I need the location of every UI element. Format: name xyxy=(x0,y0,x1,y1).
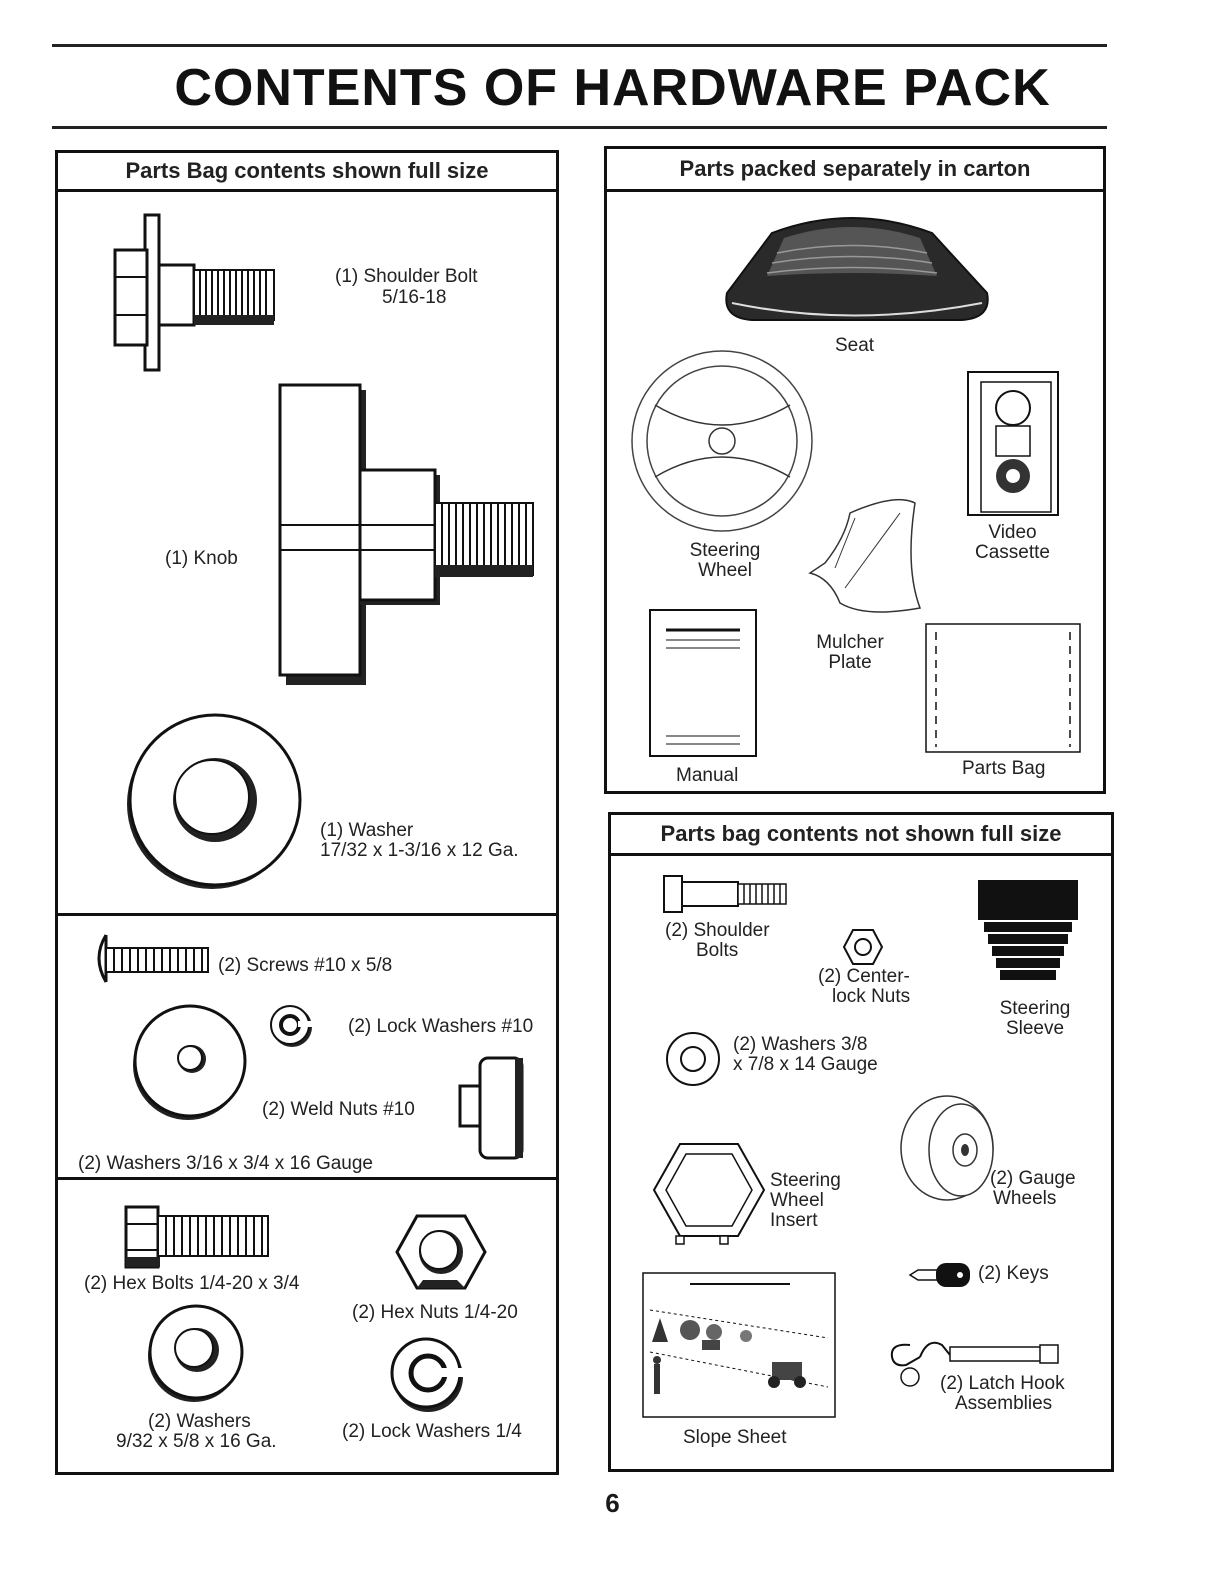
right-bottom-heading: Parts bag contents not shown full size xyxy=(611,815,1111,856)
screw-icon xyxy=(97,934,209,983)
washer-38-icon xyxy=(666,1032,720,1086)
large-washer-icon xyxy=(127,713,302,889)
shoulder-bolts-label-2: Bolts xyxy=(696,940,739,961)
page-title: CONTENTS OF HARDWARE PACK xyxy=(174,59,1051,117)
keys-label: (2) Keys xyxy=(978,1263,1049,1284)
hex-bolts-label: (2) Hex Bolts 1/4-20 x 3/4 xyxy=(84,1273,300,1294)
washer-label: (1) Washer xyxy=(320,820,414,841)
mulcher-plate-label-1: Mulcher xyxy=(816,632,884,653)
steering-insert-label-1: Steering xyxy=(770,1170,841,1191)
small-washer-icon xyxy=(133,1004,247,1120)
slope-sheet-icon xyxy=(642,1272,836,1418)
shoulder-bolts-label-1: (2) Shoulder xyxy=(665,920,770,941)
gauge-wheels-label-1: (2) Gauge xyxy=(990,1168,1076,1189)
gauge-wheel-icon xyxy=(900,1095,994,1201)
shoulder-bolt-icon xyxy=(113,213,275,372)
washer-size: 17/32 x 1-3/16 x 12 Ga. xyxy=(320,840,519,861)
hex-nuts-label: (2) Hex Nuts 1/4-20 xyxy=(352,1302,518,1323)
center-lock-nuts-label-2: lock Nuts xyxy=(832,986,911,1007)
video-cassette-label-2: Cassette xyxy=(975,542,1050,563)
mulcher-plate-label-2: Plate xyxy=(828,652,872,673)
right-bottom-panel: Parts bag contents not shown full size xyxy=(608,812,1114,1472)
latch-hook-label-1: (2) Latch Hook xyxy=(940,1373,1065,1394)
knob-icon xyxy=(278,383,534,685)
right-top-panel: Parts packed separately in carton xyxy=(604,146,1106,794)
weld-nut-icon xyxy=(458,1056,524,1160)
lock-washer-10-icon xyxy=(270,1005,312,1047)
steering-wheel-label-1: Steering xyxy=(689,540,761,561)
parts-bag-label: Parts Bag xyxy=(962,758,1046,779)
left-panel-heading: Parts Bag contents shown full size xyxy=(58,153,556,192)
parts-bag-icon xyxy=(925,623,1081,753)
washers-38-label-2: x 7/8 x 14 Gauge xyxy=(733,1054,878,1075)
steering-wheel-insert-icon xyxy=(652,1143,766,1245)
washers-38-label-1: (2) Washers 3/8 xyxy=(733,1034,868,1055)
steering-wheel-label-2: Wheel xyxy=(698,560,752,581)
lock-washers-10-label: (2) Lock Washers #10 xyxy=(348,1016,534,1037)
latch-hook-icon xyxy=(890,1341,1059,1387)
video-cassette-label-1: Video xyxy=(988,522,1037,543)
right-top-heading: Parts packed separately in carton xyxy=(607,149,1103,192)
page-number: 6 xyxy=(605,1488,620,1518)
lock-washers-14-label: (2) Lock Washers 1/4 xyxy=(342,1421,522,1442)
washers-932-label: (2) Washers xyxy=(148,1411,251,1432)
weld-nuts-label: (2) Weld Nuts #10 xyxy=(262,1099,415,1120)
left-divider-2 xyxy=(58,1177,556,1180)
center-lock-nut-icon xyxy=(842,929,884,965)
title-rule xyxy=(52,126,1107,129)
left-panel: Parts Bag contents shown full size xyxy=(55,150,559,1475)
center-lock-nuts-label-1: (2) Center- xyxy=(818,966,910,987)
shoulder-bolt-size: 5/16-18 xyxy=(382,287,447,308)
latch-hook-label-2: Assemblies xyxy=(955,1393,1053,1414)
top-rule xyxy=(52,44,1107,47)
video-cassette-icon xyxy=(967,371,1059,516)
washer-932-icon xyxy=(148,1304,244,1402)
knob-label: (1) Knob xyxy=(165,548,238,569)
mulcher-plate-icon xyxy=(808,498,922,613)
hex-nut-icon xyxy=(395,1214,487,1290)
washers-932-size: 9/32 x 5/8 x 16 Ga. xyxy=(116,1431,277,1452)
steering-insert-label-3: Insert xyxy=(770,1210,818,1231)
hex-bolt-icon xyxy=(124,1205,269,1269)
manual-label: Manual xyxy=(676,765,739,786)
washers-316-label: (2) Washers 3/16 x 3/4 x 16 Gauge xyxy=(78,1153,374,1174)
steering-sleeve-label-1: Steering xyxy=(999,998,1071,1019)
key-icon xyxy=(908,1263,970,1287)
manual-icon xyxy=(649,609,757,757)
lock-washer-14-icon xyxy=(390,1337,466,1412)
seat-label: Seat xyxy=(835,335,875,356)
left-divider-1 xyxy=(58,913,556,916)
steering-sleeve-icon xyxy=(978,880,1078,980)
seat-icon xyxy=(725,217,989,321)
slope-sheet-label: Slope Sheet xyxy=(683,1427,787,1448)
gauge-wheels-label-2: Wheels xyxy=(993,1188,1057,1209)
steering-wheel-icon xyxy=(631,350,813,532)
shoulder-bolts-small-icon xyxy=(663,875,787,913)
screws-label: (2) Screws #10 x 5/8 xyxy=(218,955,393,976)
steering-insert-label-2: Wheel xyxy=(770,1190,824,1211)
steering-sleeve-label-2: Sleeve xyxy=(1005,1018,1065,1039)
shoulder-bolt-label: (1) Shoulder Bolt xyxy=(335,266,478,287)
